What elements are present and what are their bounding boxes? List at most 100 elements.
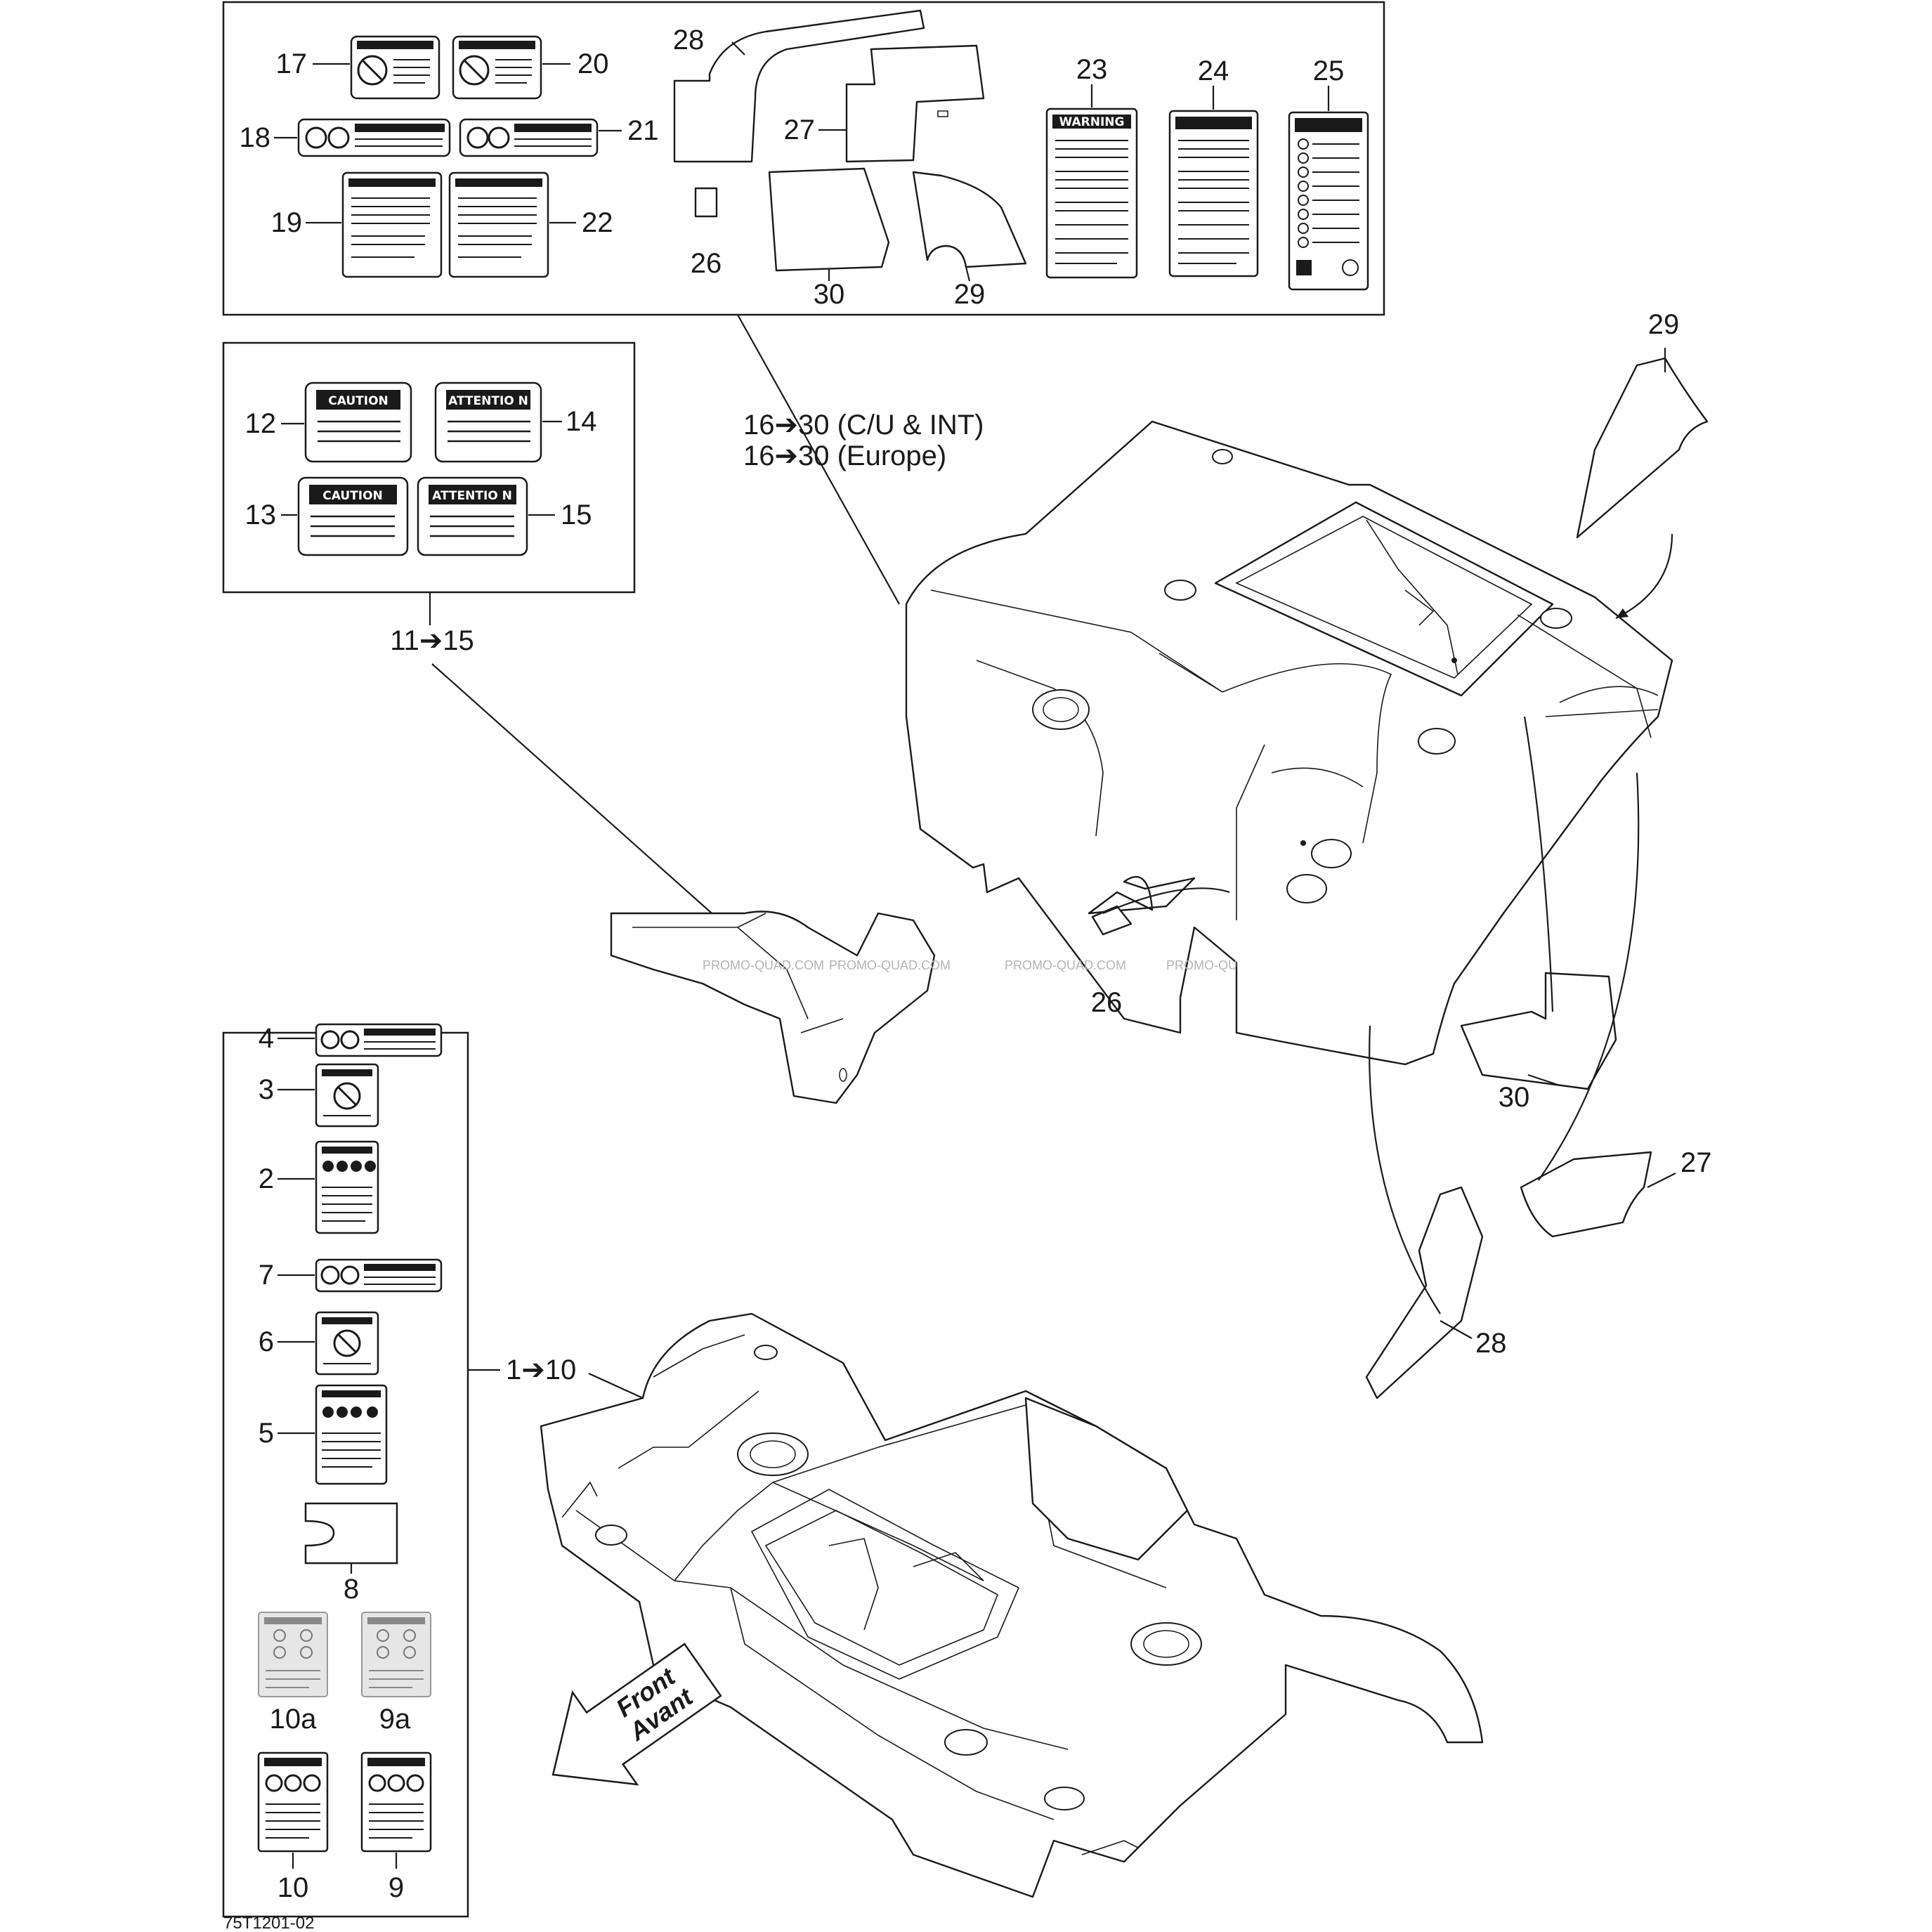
decal-7[interactable]	[315, 1258, 443, 1293]
decal-3[interactable]	[315, 1063, 379, 1128]
film-26-top[interactable]	[694, 187, 718, 218]
decal-19[interactable]	[341, 171, 443, 278]
film-26[interactable]	[1091, 905, 1133, 936]
watermark: PROMO-QUAD.COM PROMO-QUAD.COM PROMO-QUAD…	[703, 958, 1237, 972]
group-box-16-30	[222, 1, 1385, 316]
watermark-1: PROMO-QUAD.COM	[703, 958, 824, 972]
decal-5[interactable]	[315, 1384, 388, 1485]
leader-27	[1538, 772, 1640, 1181]
decal-6[interactable]	[315, 1311, 379, 1376]
decal-12-heading: CAUTION	[328, 394, 389, 408]
decal-15[interactable]: ATTENTIO N	[417, 476, 528, 556]
decal-20[interactable]	[452, 35, 542, 100]
decal-24[interactable]	[1168, 110, 1259, 278]
decal-4[interactable]	[315, 1023, 443, 1057]
label-29: 29	[1648, 309, 1680, 340]
label-8: 8	[344, 1574, 359, 1605]
label-10: 10	[278, 1872, 309, 1903]
label-10a: 10a	[270, 1704, 317, 1735]
label-22: 22	[582, 207, 613, 238]
film-27-top[interactable]	[845, 44, 985, 163]
label-26-top: 26	[691, 248, 722, 279]
label-11-15: 11➔15	[390, 625, 474, 656]
decal-22[interactable]	[448, 171, 549, 278]
film-30[interactable]	[1460, 972, 1617, 1090]
label-5: 5	[259, 1418, 274, 1449]
group-box-11-15	[222, 341, 636, 594]
figure-code: 75T1201-02	[223, 1914, 314, 1932]
decal-18[interactable]	[297, 118, 451, 157]
decal-23[interactable]: WARNING	[1045, 107, 1138, 279]
decal-group-11-15: CAUTION 12 ATTENTIO N 14 CAUTION 13	[222, 341, 636, 656]
label-12: 12	[245, 408, 277, 439]
label-17: 17	[276, 48, 308, 79]
label-1-10: 1➔10	[506, 1355, 576, 1385]
film-29[interactable]	[1576, 357, 1709, 539]
decal-14[interactable]: ATTENTIO N	[434, 381, 542, 463]
decal-group-1-10: 4 3 2	[222, 1023, 469, 1918]
label-27: 27	[1680, 1147, 1712, 1178]
label-26: 26	[1091, 987, 1123, 1018]
label-24: 24	[1198, 56, 1229, 86]
label-16-30-eu: 16➔30 (Europe)	[743, 440, 946, 471]
label-25: 25	[1313, 56, 1345, 86]
leader-28	[1369, 1025, 1441, 1314]
watermark-2: PROMO-QUAD.COM	[829, 958, 951, 972]
label-9a: 9a	[379, 1704, 411, 1735]
decal-2[interactable]	[315, 1140, 379, 1234]
leader-1-10	[588, 1372, 644, 1399]
label-9: 9	[389, 1872, 404, 1903]
label-7: 7	[259, 1260, 274, 1291]
front-bracket[interactable]	[610, 910, 936, 1104]
decal-10[interactable]	[257, 1751, 329, 1853]
label-30: 30	[1499, 1082, 1530, 1113]
rear-fender[interactable]	[905, 420, 1673, 1066]
label-30-top: 30	[814, 279, 845, 310]
decal-25[interactable]	[1288, 111, 1369, 291]
leader-16-30	[737, 314, 900, 605]
film-28-top[interactable]	[673, 9, 925, 163]
watermark-4: PROMO-QU	[1166, 958, 1237, 972]
film-30-top[interactable]	[768, 167, 890, 272]
decal-13[interactable]: CAUTION	[297, 476, 409, 556]
film-27[interactable]	[1520, 1151, 1652, 1238]
label-2: 2	[259, 1163, 274, 1194]
leader-29	[1615, 533, 1673, 619]
label-13: 13	[245, 500, 277, 530]
leader-26	[1102, 887, 1230, 915]
label-28-top: 28	[673, 25, 705, 56]
decal-9[interactable]	[360, 1751, 432, 1853]
film-8[interactable]	[304, 1502, 398, 1565]
label-29-top: 29	[954, 279, 986, 310]
label-14: 14	[566, 406, 597, 437]
label-21: 21	[627, 115, 659, 146]
watermark-3: PROMO-QUAD.COM	[1005, 958, 1126, 972]
decal-10a[interactable]	[258, 1612, 328, 1697]
decal-23-heading: WARNING	[1059, 115, 1125, 129]
label-3: 3	[259, 1074, 274, 1105]
decal-group-16-30: 17 20 18	[222, 1, 1385, 316]
label-28: 28	[1475, 1328, 1507, 1359]
label-6: 6	[259, 1326, 274, 1357]
label-15: 15	[561, 500, 592, 530]
label-19: 19	[271, 207, 303, 238]
leader-30	[1523, 716, 1554, 1012]
decal-13-heading: CAUTION	[322, 489, 383, 503]
decal-17[interactable]	[350, 35, 440, 100]
decal-14-heading: ATTENTIO N	[448, 394, 528, 408]
decal-21[interactable]	[459, 118, 599, 157]
decal-15-heading: ATTENTIO N	[432, 489, 512, 503]
film-28[interactable]	[1365, 1186, 1484, 1399]
film-29-top[interactable]	[912, 171, 1027, 268]
decal-12[interactable]: CAUTION	[304, 381, 412, 463]
decal-9a[interactable]	[361, 1612, 431, 1697]
label-23: 23	[1076, 54, 1108, 85]
label-18: 18	[240, 122, 271, 153]
front-fender[interactable]	[540, 1312, 1484, 1898]
label-4: 4	[259, 1023, 274, 1054]
label-27-top: 27	[784, 115, 816, 145]
label-20: 20	[577, 48, 609, 79]
leader-11-15	[431, 663, 724, 925]
film-26-rear-a[interactable]	[1088, 875, 1196, 915]
